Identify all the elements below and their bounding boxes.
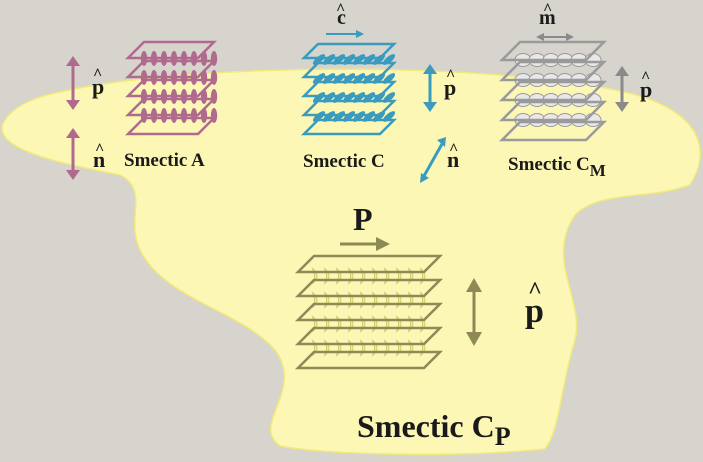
p-hat-label-p: p — [525, 293, 544, 330]
yellow-region — [1, 68, 701, 456]
smectic-cp-label: Smectic CP — [357, 408, 511, 451]
p-hat-hat-c: ^ — [446, 67, 455, 84]
smectic-layer-plane — [498, 100, 608, 122]
p-hat-hat-m: ^ — [641, 69, 650, 86]
n-hat-hat-c: ^ — [449, 141, 458, 158]
smectic-layer-plane — [124, 78, 218, 98]
polarization-arrow — [340, 237, 390, 251]
smectic-cp-group: P ^ p Smectic CP — [294, 201, 544, 451]
n-hat-label-a: n — [93, 147, 105, 172]
c-hat-label: c — [337, 7, 346, 29]
c-hat-hat: ^ — [336, 1, 345, 18]
m-hat-arrow — [536, 33, 574, 41]
smectic-c-layers — [300, 42, 398, 136]
smectic-layer-plane — [294, 326, 444, 346]
smectic-layer-plane — [294, 350, 444, 370]
smectic-a-group: ^ p ^ n Smectic A — [66, 40, 218, 180]
smectic-layer-plane — [300, 61, 398, 79]
smectic-layer-plane — [300, 80, 398, 98]
smectic-layer-plane — [124, 59, 218, 79]
n-hat-hat-a: ^ — [95, 141, 104, 158]
smectic-cm-layers — [498, 40, 608, 142]
smectic-layer-plane — [124, 116, 218, 136]
smectic-c-label: Smectic C — [303, 151, 385, 172]
smectic-a-layers — [124, 40, 218, 136]
p-hat-arrow-a — [66, 56, 80, 110]
smectic-layer-plane — [498, 60, 608, 82]
smectic-c-group: ^ c ^ p ^ n Smectic C — [300, 1, 459, 183]
smectic-cm-subscript: M — [590, 161, 606, 180]
p-hat-arrow-c — [423, 64, 437, 112]
p-hat-arrow-m — [615, 66, 629, 112]
polarization-label: P — [353, 201, 373, 237]
smectic-layer-plane — [498, 120, 608, 142]
m-hat-label: m — [539, 7, 556, 29]
p-hat-hat-p: ^ — [528, 278, 542, 304]
smectic-cp-layers — [294, 254, 444, 370]
smectic-cm-label: Smectic CM — [508, 154, 606, 180]
smectic-layer-plane — [124, 97, 218, 117]
smectic-layer-plane — [300, 99, 398, 117]
smectic-layer-plane — [498, 80, 608, 102]
c-hat-arrow — [326, 30, 364, 38]
smectic-layer-plane — [294, 254, 444, 274]
smectic-layer-plane — [294, 302, 444, 322]
n-hat-arrow-a — [66, 128, 80, 180]
p-hat-label-c: p — [444, 75, 456, 100]
n-hat-label-c: n — [447, 147, 459, 172]
smectic-cp-subscript: P — [495, 422, 511, 451]
smectic-layer-plane — [300, 42, 398, 60]
smectic-layer-plane — [124, 40, 218, 60]
p-hat-label-m: p — [640, 77, 652, 102]
p-hat-arrow-p — [466, 278, 482, 346]
smectic-layer-plane — [294, 278, 444, 298]
p-hat-label-a: p — [92, 74, 104, 99]
smectic-cm-group: ^ m ^ p Smectic CM — [498, 1, 652, 180]
p-hat-hat-a: ^ — [93, 66, 102, 83]
smectic-a-label: Smectic A — [124, 150, 205, 171]
n-hat-arrow-c — [420, 137, 446, 183]
smectic-layer-plane — [498, 40, 608, 62]
smectic-layer-plane — [300, 118, 398, 136]
m-hat-hat: ^ — [543, 1, 552, 18]
